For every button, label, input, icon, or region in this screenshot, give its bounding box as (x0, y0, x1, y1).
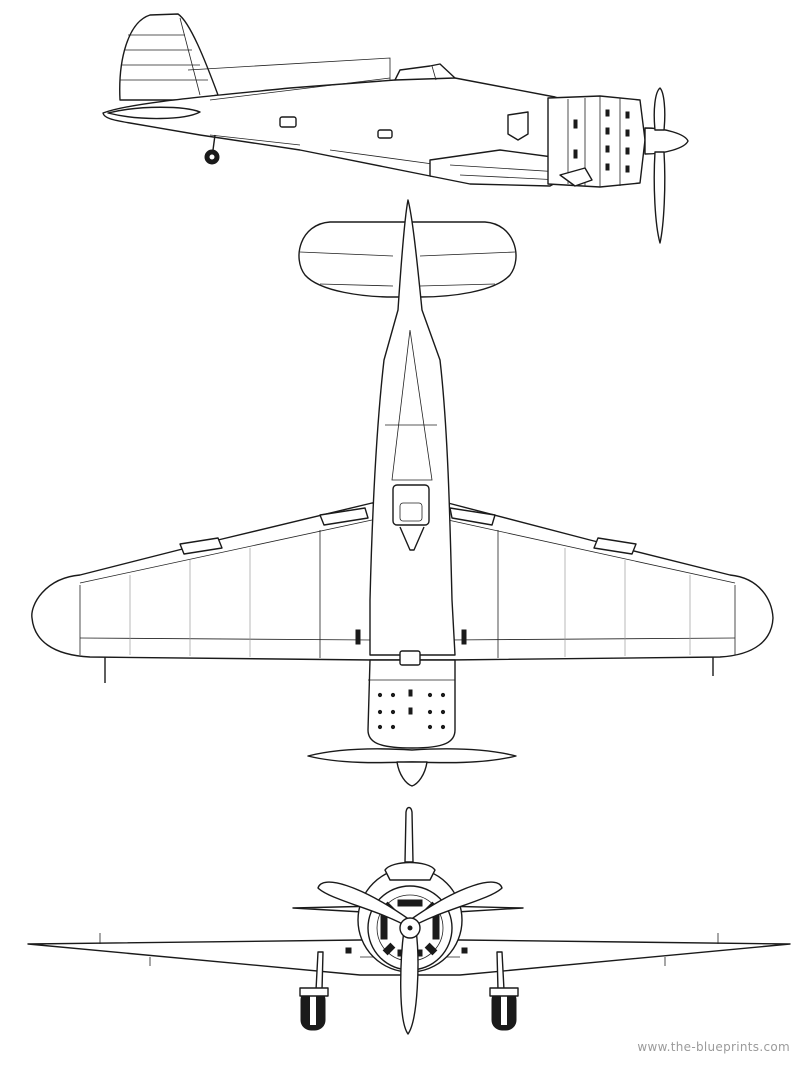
watermark-text: www.the-blueprints.com (637, 1040, 790, 1054)
front-tail-fin (404, 806, 414, 863)
top-view (31, 199, 774, 787)
front-landing-gear-right (489, 951, 519, 1031)
side-propeller-blade-bottom (653, 151, 666, 244)
front-propeller-blade-bottom (400, 929, 419, 1035)
front-propeller-blade-right (409, 881, 503, 929)
front-landing-gear-left (299, 951, 329, 1031)
side-spinner (644, 127, 689, 155)
side-view (102, 13, 689, 244)
side-propeller-blade-top (653, 87, 666, 131)
front-propeller-blade-left (317, 881, 411, 929)
top-engine-cowling (367, 659, 456, 749)
side-engine-cowling (547, 95, 646, 188)
top-spinner (396, 761, 428, 787)
top-propeller (307, 748, 517, 764)
side-tail-fin (119, 13, 219, 101)
front-view (27, 806, 791, 1035)
side-canopy (394, 63, 456, 81)
top-cockpit (392, 484, 430, 526)
side-stabilizer (107, 106, 201, 120)
